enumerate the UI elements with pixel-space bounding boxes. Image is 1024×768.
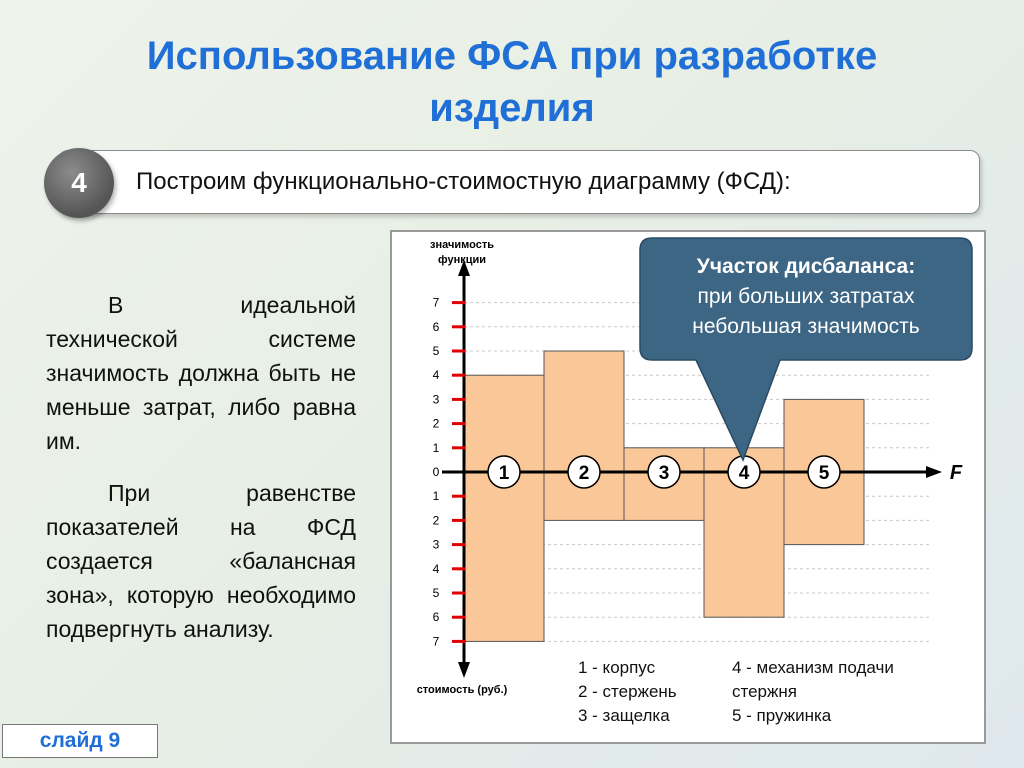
function-marker-2 (567, 455, 601, 489)
y-axis-arrow-up (458, 260, 470, 276)
bar-significance-1 (463, 374, 545, 473)
bar-cost-4 (703, 471, 785, 618)
paragraph-balance-zone: При равенстве показателей на ФСД создает… (46, 480, 356, 642)
bar-significance-2 (543, 350, 625, 473)
page-title: Использование ФСА при разработке изделия (0, 30, 1024, 134)
function-marker-3 (647, 455, 681, 489)
bar-cost-1 (463, 471, 545, 642)
legend-item-2: 2 - стержень (578, 682, 677, 701)
y-axis-label-top-line-2: функции (438, 254, 486, 266)
y-tick-label: 5 (433, 586, 440, 600)
function-marker-label-5: 5 (819, 463, 830, 484)
x-axis-label: F (950, 462, 963, 484)
y-tick-label: 1 (433, 489, 440, 503)
y-axis-arrow-down (458, 662, 470, 678)
imbalance-callout-shape (639, 237, 973, 462)
y-tick-label-zero: 0 (433, 465, 440, 479)
y-axis-label-bottom: стоимость (руб.) (417, 684, 508, 696)
step-instruction: Построим функционально-стоимостную диагр… (136, 168, 791, 195)
imbalance-callout: Участок дисбаланса: при больших затратах… (640, 252, 972, 342)
function-marker-5 (807, 455, 841, 489)
y-tick-label: 2 (433, 417, 440, 431)
y-tick-label: 6 (433, 610, 440, 624)
x-axis-arrow (926, 466, 942, 478)
y-tick-label: 3 (433, 538, 440, 552)
y-tick-label: 3 (433, 392, 440, 406)
title-line-1: Использование ФСА при разработке (146, 34, 878, 78)
function-marker-label-3: 3 (659, 463, 670, 484)
legend-item-4: 4 - механизм подачи (732, 658, 894, 677)
legend-left: 1 - корпус 2 - стержень 3 - защелка (578, 656, 677, 728)
legend-item-5: 5 - пружинка (732, 706, 832, 725)
function-marker-label-2: 2 (579, 463, 590, 484)
y-tick-label: 1 (433, 441, 440, 455)
y-tick-label: 4 (433, 368, 440, 382)
paragraph-ideal-system: В идеальной технической системе значимос… (46, 292, 356, 454)
callout-heading: Участок дисбаланса: (696, 255, 916, 278)
function-marker-label-4: 4 (739, 463, 750, 484)
y-tick-label: 2 (433, 513, 440, 527)
step-banner (58, 150, 980, 214)
y-tick-label: 7 (433, 634, 440, 648)
legend-right: 4 - механизм подачи стержня 5 - пружинка (732, 656, 894, 728)
title-line-2: изделия (429, 86, 595, 130)
function-marker-label-1: 1 (499, 463, 510, 484)
callout-line-2: при больших затратах (697, 285, 915, 308)
legend-item-1: 1 - корпус (578, 658, 656, 677)
slide-number-label: слайд 9 (2, 724, 158, 758)
legend-item-4-cont: стержня (732, 682, 797, 701)
y-tick-label: 7 (433, 296, 440, 310)
function-marker-1 (487, 455, 521, 489)
legend-item-3: 3 - защелка (578, 706, 670, 725)
y-tick-label: 4 (433, 562, 440, 576)
callout-line-3: небольшая значимость (692, 315, 920, 338)
y-tick-label: 5 (433, 344, 440, 358)
fsd-chart: 7 6 5 4 3 2 1 1 2 3 4 5 6 7 0 значимость функции стоимост… (417, 239, 963, 696)
imbalance-callout-bubble (639, 237, 973, 462)
step-number-badge: 4 (44, 148, 114, 218)
y-tick-label: 6 (433, 320, 440, 334)
y-axis-label-top-line-1: значимость (430, 239, 494, 251)
